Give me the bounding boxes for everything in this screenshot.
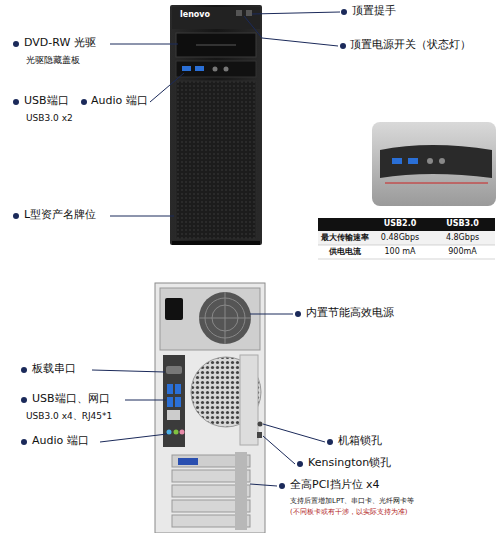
part-note: USB3.0 x4、RJ45*1 [26, 411, 112, 421]
table-cell: 100 mA [370, 247, 430, 256]
part-label: Audio 端口 [91, 95, 148, 108]
table-cell: 最大传输速率 [318, 233, 372, 242]
leader-lines [92, 12, 340, 486]
inset-photo [372, 122, 496, 206]
part-label: 顶置提手 [352, 5, 396, 18]
table-cell: 900mA [430, 247, 495, 256]
brand-logo: lenovo [180, 10, 210, 19]
front-tower [170, 5, 262, 245]
part-note: USB3.0 x2 [26, 113, 73, 123]
note-text: (不同板卡或有干涉，以实际支持为准) [290, 508, 407, 516]
note-text: 支持后置增加LPT、串口卡、光纤网卡等 [290, 497, 414, 505]
part-label: 机箱锁孔 [338, 435, 382, 448]
table-cell: USB3.0 [430, 219, 495, 228]
table-cell: 0.48Gbps [370, 233, 430, 242]
part-label: 全高PCI挡片位 x4 [290, 479, 380, 492]
part-label: 板载串口 [32, 363, 76, 376]
part-label: L型资产名牌位 [24, 209, 96, 222]
back-tower [155, 283, 265, 533]
part-label: 顶置电源开关（状态灯） [350, 39, 471, 52]
table-cell: 供电电流 [318, 247, 372, 256]
part-label: 内置节能高效电源 [306, 307, 394, 320]
leader-dots [13, 9, 347, 489]
part-label: USB端口、网口 [32, 393, 110, 406]
table-cell: USB2.0 [370, 219, 430, 228]
part-label: DVD-RW 光驱 [24, 37, 96, 50]
part-label: Kensington锁孔 [308, 457, 391, 470]
part-label: USB端口 [24, 95, 69, 108]
part-label: Audio 端口 [32, 435, 89, 448]
part-note: 光驱隐藏盖板 [26, 55, 80, 65]
table-cell: 4.8Gbps [430, 233, 495, 242]
usb-table [318, 218, 495, 259]
